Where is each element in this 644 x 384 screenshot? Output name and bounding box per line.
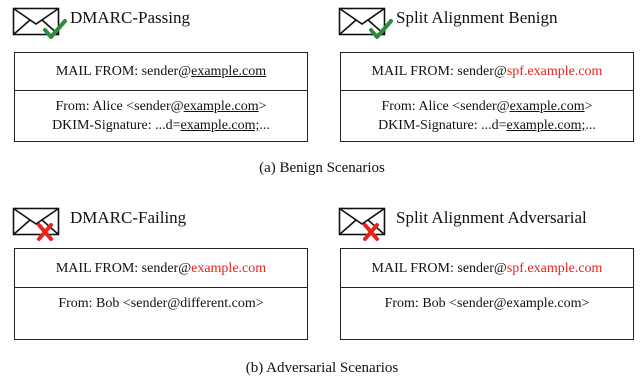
envelope-row: MAIL FROM: sender@spf.example.com — [341, 249, 633, 287]
panel-title: Split Alignment Benign — [396, 8, 558, 27]
panel-split-alignment-benign: Split Alignment Benign MAIL FROM: sender… — [338, 2, 634, 142]
mail-from-domain: spf.example.com — [506, 64, 603, 79]
mail-from-domain: spf.example.com — [506, 260, 603, 276]
dkim-line: DKIM-Signature: ...d=example.com;... — [52, 118, 270, 133]
email-box: MAIL FROM: sender@spf.example.com From: … — [340, 248, 634, 340]
mail-from-line: MAIL FROM: sender@spf.example.com — [371, 64, 603, 79]
email-box: MAIL FROM: sender@spf.example.com From: … — [340, 52, 634, 142]
from-line: From: Bob <sender@different.com> — [58, 296, 264, 311]
caption-adversarial: (b) Adversarial Scenarios — [245, 360, 399, 376]
panel-title: Split Alignment Adversarial — [396, 208, 587, 227]
header-row: From: Bob <sender@example.com> — [341, 287, 633, 339]
mail-from-domain: example.com — [191, 260, 267, 276]
from-line: From: Alice <sender@example.com> — [381, 99, 593, 114]
from-line: From: Alice <sender@example.com> — [55, 99, 267, 114]
caption-benign: (a) Benign Scenarios — [259, 160, 385, 176]
mail-from-line: MAIL FROM: sender@spf.example.com — [371, 260, 603, 276]
envelope-row: MAIL FROM: sender@example.com — [15, 53, 307, 90]
from-domain: example.com — [183, 99, 259, 114]
mail-from-line: MAIL FROM: sender@example.com — [55, 260, 267, 276]
header-row: From: Alice <sender@example.com> DKIM-Si… — [341, 90, 633, 141]
from-line: From: Bob <sender@example.com> — [384, 296, 590, 311]
panel-title: DMARC-Failing — [70, 208, 187, 227]
email-box: MAIL FROM: sender@example.com From: Bob … — [14, 248, 308, 340]
panel-dmarc-passing: DMARC-Passing MAIL FROM: sender@example.… — [12, 2, 308, 142]
envelope-check-icon — [338, 7, 393, 39]
email-box: MAIL FROM: sender@example.com From: Alic… — [14, 52, 308, 142]
envelope-cross-icon — [12, 207, 60, 241]
dkim-domain: example.com; — [180, 118, 260, 133]
mail-from-domain: example.com — [191, 64, 267, 79]
envelope-check-icon — [12, 7, 67, 39]
panel-header: DMARC-Failing — [12, 202, 308, 244]
header-row: From: Alice <sender@example.com> DKIM-Si… — [15, 90, 307, 141]
dkim-domain: example.com; — [506, 118, 586, 133]
from-domain: example.com — [509, 99, 585, 114]
panel-header: DMARC-Passing — [12, 2, 308, 44]
envelope-row: MAIL FROM: sender@example.com — [15, 249, 307, 287]
panel-dmarc-failing: DMARC-Failing MAIL FROM: sender@example.… — [12, 202, 308, 340]
header-row: From: Bob <sender@different.com> — [15, 287, 307, 339]
dkim-line: DKIM-Signature: ...d=example.com;... — [378, 118, 596, 133]
panel-header: Split Alignment Adversarial — [338, 202, 634, 244]
envelope-cross-icon — [338, 207, 386, 241]
mail-from-line: MAIL FROM: sender@example.com — [55, 64, 267, 79]
panel-split-alignment-adversarial: Split Alignment Adversarial MAIL FROM: s… — [338, 202, 634, 340]
panel-header: Split Alignment Benign — [338, 2, 634, 44]
panel-title: DMARC-Passing — [70, 8, 190, 27]
envelope-row: MAIL FROM: sender@spf.example.com — [341, 53, 633, 90]
